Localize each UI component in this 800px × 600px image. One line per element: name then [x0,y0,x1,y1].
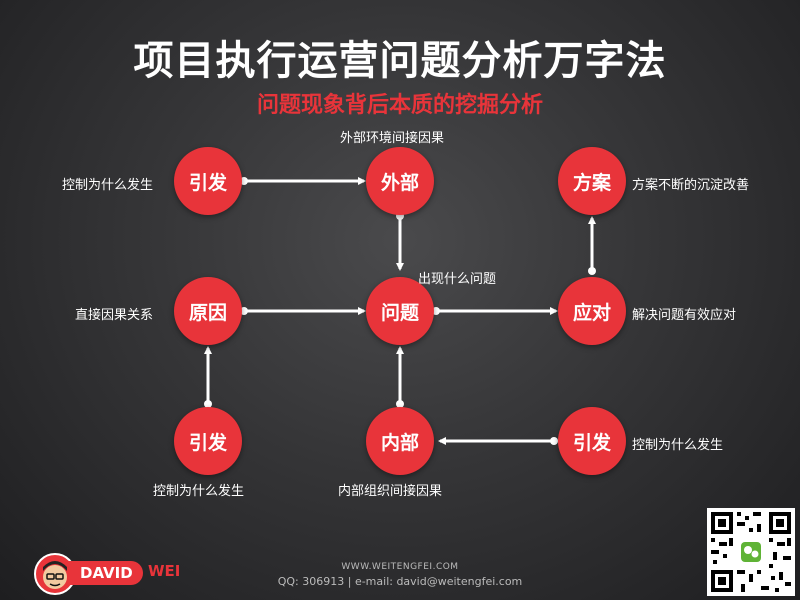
label-yinfa-left-desc: 控制为什么发生 [153,484,245,499]
node-waibu: 外部 [366,147,434,215]
brand-surname: WEI [148,562,181,580]
qr-code [707,508,795,596]
label-waibu-desc: 外部环境间接因果 [340,131,445,146]
label-yinfa-top-desc: 控制为什么发生 [62,178,154,193]
node-yinfa-top: 引发 [174,147,242,215]
label-yingdui-desc: 解决问题有效应对 [632,308,737,323]
footer-url: WWW.WEITENGFEI.COM [341,562,459,572]
label-fangan-desc: 方案不断的沉淀改善 [632,178,750,193]
label-yinfa-right-desc: 控制为什么发生 [632,438,724,453]
avatar [34,553,76,595]
node-yinfa-right: 引发 [558,407,626,475]
brand-name: DAVID [68,561,143,585]
node-fangan: 方案 [558,147,626,215]
page-title: 项目执行运营问题分析万字法 [133,38,667,84]
node-yingdui: 应对 [558,277,626,345]
label-yuanyin-desc: 直接因果关系 [75,308,154,323]
node-yinfa-left: 引发 [174,407,242,475]
node-yuanyin: 原因 [174,277,242,345]
label-wenti-desc: 出现什么问题 [418,272,497,287]
node-wenti: 问题 [366,277,434,345]
page-subtitle: 问题现象背后本质的挖掘分析 [256,93,543,118]
node-neibu: 内部 [366,407,434,475]
label-neibu-desc: 内部组织间接因果 [338,484,443,499]
footer-contact: QQ: 306913 | e-mail: david@weitengfei.co… [277,575,523,588]
